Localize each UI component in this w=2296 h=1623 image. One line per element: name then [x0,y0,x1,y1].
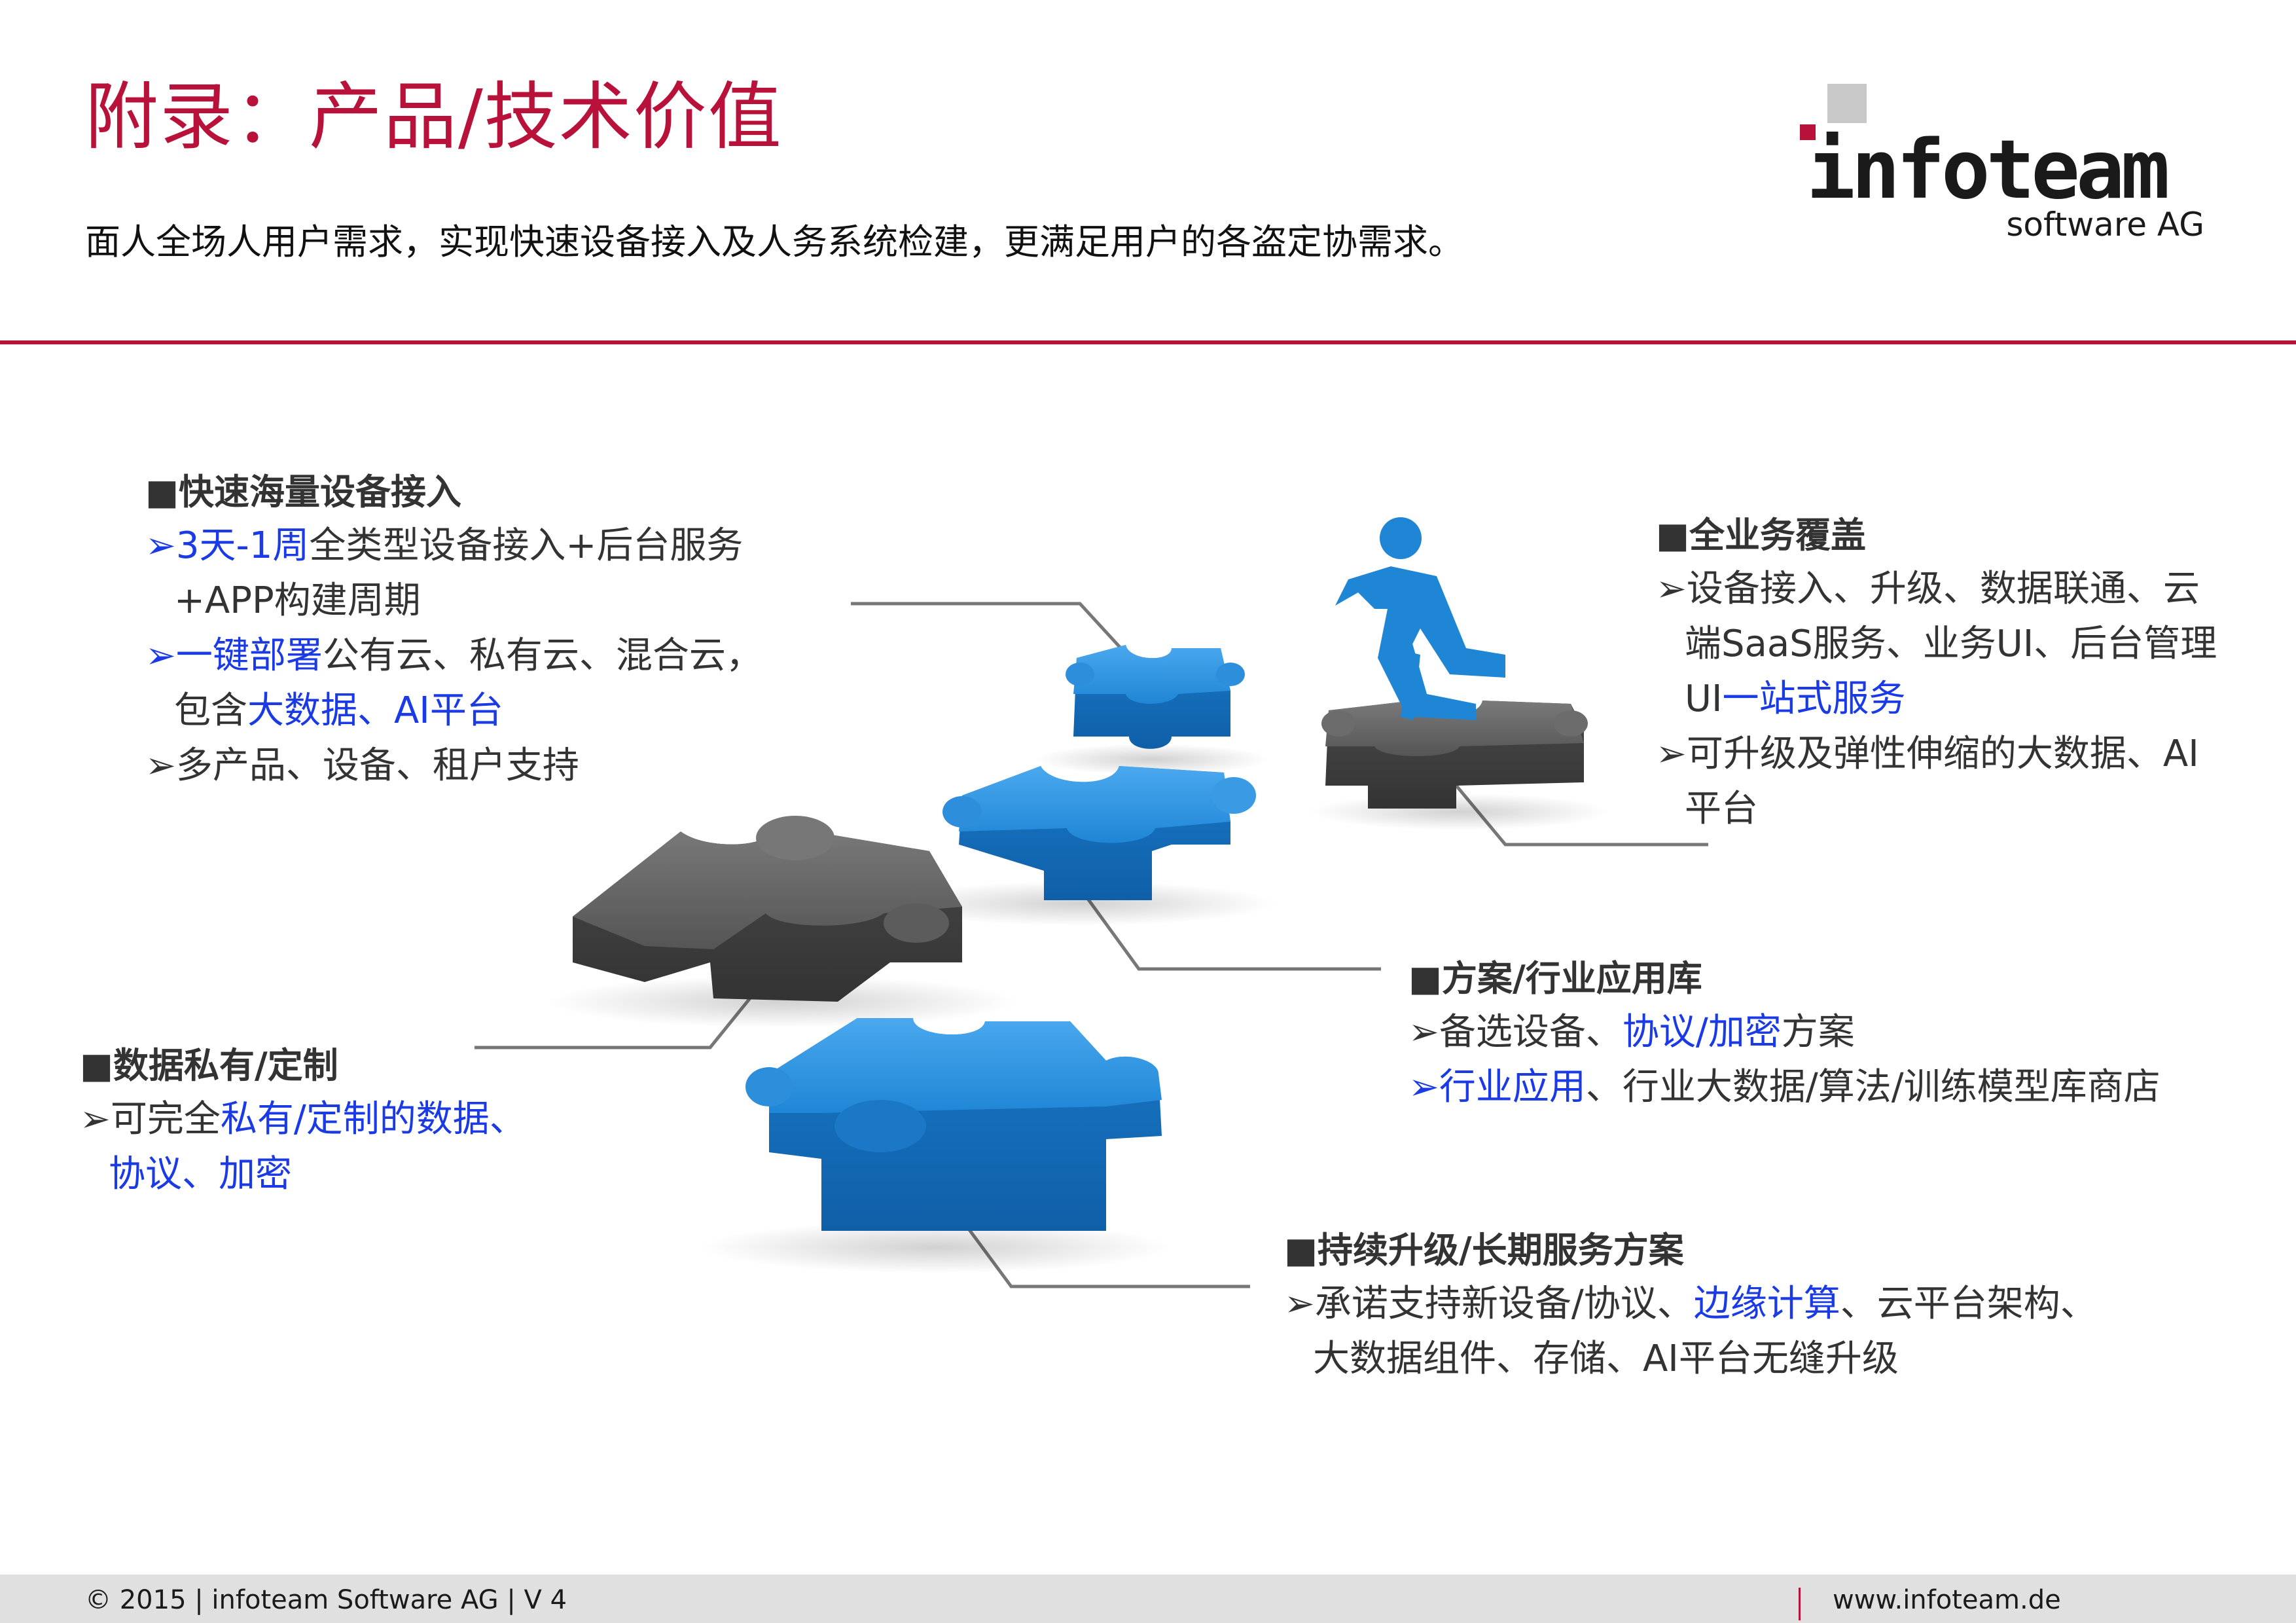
line-1: ➢承诺支持新设备/协议、边缘计算、云平台架构、 [1284,1283,2097,1325]
line-4: ➢可升级及弹性伸缩的大数据、AI [1656,733,2199,775]
page-title: 附录：产品/技术价值 [85,75,783,160]
heading-private-data: ■数据私有/定制 [80,1045,338,1086]
footer-copyright: © 2015 | infoteam Software AG | V 4 [85,1585,567,1615]
puzzle-piece-icon [1066,645,1245,749]
connector-fast-access [851,602,1140,669]
puzzle-piece-icon [745,1018,1162,1231]
shadow [1034,744,1270,775]
heading-full-coverage: ■全业务覆盖 [1656,515,1867,556]
logo-wordmark: infoteam [1806,123,2170,217]
bullet-arrow-icon: ➢ [145,524,176,567]
heading-upgrade: ■持续升级/长期服务方案 [1284,1230,1684,1271]
bullet-arrow-icon: ➢ [80,1098,111,1140]
line-5: 平台 [1685,788,1758,830]
block-fast-access: ■快速海量设备接入 ➢3天-1周全类型设备接入+后台服务 +APP构建周期 ➢一… [145,466,762,793]
line-2: 协议、加密 [109,1153,292,1195]
line-2: ➢行业应用、行业大数据/算法/训练模型库商店 [1408,1066,2161,1108]
footer-bar: © 2015 | infoteam Software AG | V 4 www.… [0,1575,2296,1623]
bullet-arrow-icon: ➢ [1656,733,1687,775]
line-2: +APP构建周期 [174,579,421,622]
running-person-icon [1335,517,1505,720]
page-subtitle: 面人全场人用户需求，实现快速设备接入及人务系统检建，更满足用户的各盗定协需求。 [85,221,1463,263]
line-4: 包含大数据、AI平台 [174,689,503,732]
line-3: UI一站式服务 [1685,678,1906,720]
heading-fast-access: ■快速海量设备接入 [145,471,462,513]
connector-full-coverage [1439,765,1708,847]
line-1: ➢3天-1周全类型设备接入+后台服务 [145,524,744,567]
logo-subtitle: software AG [2006,206,2204,244]
line-1: ➢备选设备、协议/加密方案 [1408,1011,1855,1053]
bullet-arrow-icon: ➢ [145,744,176,787]
logo-gray-square [1827,84,1867,123]
footer-website-link[interactable]: www.infoteam.de [1833,1585,2061,1615]
puzzle-piece-icon [942,766,1256,900]
footer-divider [1799,1588,1801,1620]
block-private-data: ■数据私有/定制 ➢可完全私有/定制的数据、 协议、加密 [80,1040,526,1202]
bullet-arrow-icon: ➢ [145,634,176,677]
block-solutions: ■方案/行业应用库 ➢备选设备、协议/加密方案 ➢行业应用、行业大数据/算法/训… [1408,953,2161,1115]
shadow [1309,793,1610,830]
puzzle-piece-icon [1321,701,1588,809]
line-1: ➢设备接入、升级、数据联通、云 [1656,568,2200,610]
bullet-arrow-icon: ➢ [1408,1011,1439,1053]
bullet-arrow-icon: ➢ [1284,1283,1315,1325]
block-full-coverage: ■全业务覆盖 ➢设备接入、升级、数据联通、云 端SaaS服务、业务UI、后台管理… [1656,509,2217,837]
line-2: 端SaaS服务、业务UI、后台管理 [1685,623,2217,665]
header-divider [0,340,2296,344]
heading-solutions: ■方案/行业应用库 [1408,958,1702,999]
shadow [700,1221,1172,1273]
logo-red-square [1800,124,1816,140]
line-5: ➢多产品、设备、租户支持 [145,744,579,787]
line-1: ➢可完全私有/定制的数据、 [80,1098,526,1140]
bullet-arrow-icon: ➢ [1408,1066,1439,1108]
line-3: ➢一键部署公有云、私有云、混合云， [145,634,762,677]
bullet-arrow-icon: ➢ [1656,568,1687,610]
shadow [884,881,1276,926]
shadow [547,976,1018,1028]
block-upgrade: ■持续升级/长期服务方案 ➢承诺支持新设备/协议、边缘计算、云平台架构、 大数据… [1284,1224,2097,1387]
line-2: 大数据组件、存储、AI平台无缝升级 [1313,1338,1899,1380]
infoteam-logo: infoteam software AG [1793,84,2225,247]
puzzle-piece-icon [573,816,962,1002]
